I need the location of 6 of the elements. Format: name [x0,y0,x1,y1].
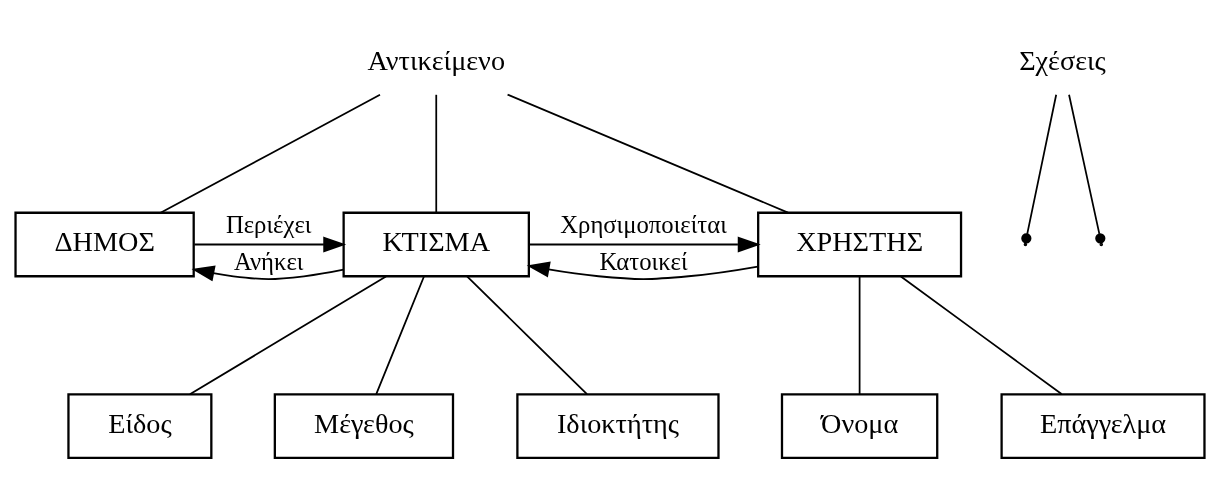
node-text: Αντικείμενο [367,44,505,76]
edge-label: Κατοικεί [599,247,688,275]
node-text: Σχέσεις [1019,44,1106,76]
edge-label: Ανήκει [233,247,304,275]
edge-label: Χρησιμοποιείται [560,210,727,237]
edge-label: Περιέχει [225,210,312,237]
